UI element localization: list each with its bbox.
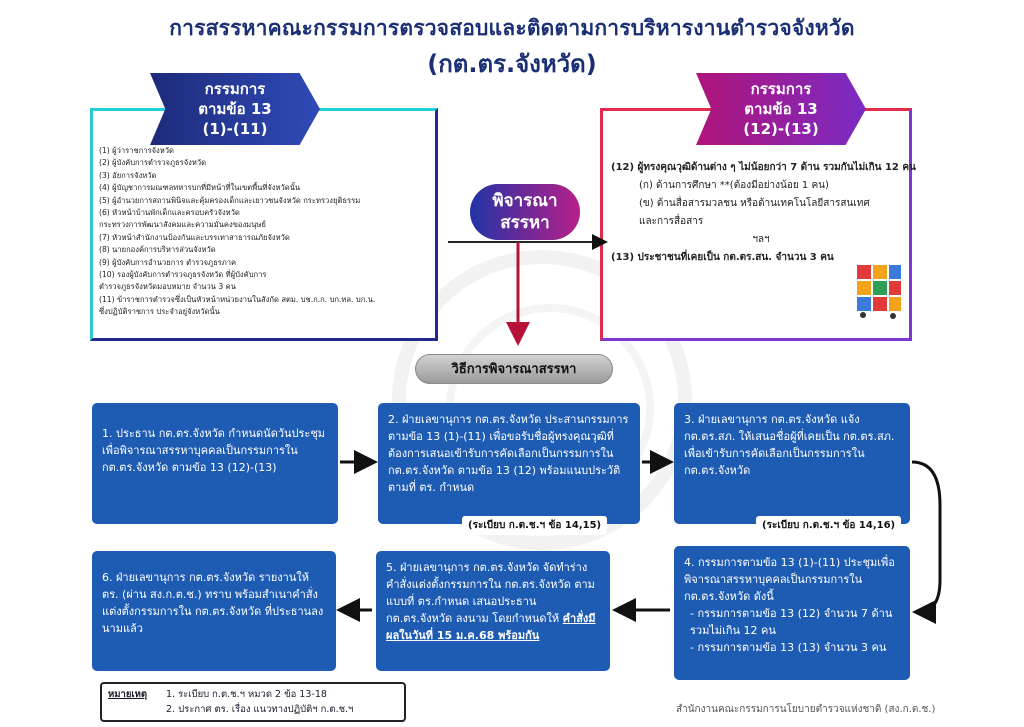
right-member-item: (ข) ด้านสื่อสารมวลชน หรือด้านเทคโนโลยีสา… [639,198,870,209]
step-6-box: 6. ฝ่ายเลขานุการ กต.ตร.จังหวัด รายงานให้… [92,551,336,671]
left-member-item: (11) ข้าราชการตำรวจซึ่งเป็นหัวหน้าหน่วยง… [99,294,376,304]
left-member-item: ซึ่งปฏิบัติราชการ ประจำอยู่จังหวัดนั้น [99,307,220,317]
step-5-effective-date: คำสั่งมีผลในวันที่ 15 ม.ค.68 พร้อมกัน [386,612,596,642]
left-member-item: ตำรวจภูธรจังหวัดมอบหมาย จำนวน 3 คน [99,282,236,292]
banner-line: ตามข้อ 13 [744,100,818,118]
left-members-banner: กรรมการ ตามข้อ 13 (1)-(11) [150,73,320,145]
step3-to-step4-arrow [911,460,942,624]
step-1-box: 1. ประธาน กต.ตร.จังหวัด กำหนดนัดวันประชุ… [92,403,338,524]
step-4-item: - กรรมการตามข้อ 13 (12) จำนวน 7 ด้าน รวม… [690,607,893,637]
left-member-item: (10) รองผู้บังคับการตำรวจภูธรจังหวัด ที่… [99,270,267,280]
method-label-pill: วิธีการพิจารณาสรรหา [415,354,613,384]
consider-recruit-oval: พิจารณา สรรหา [470,184,580,240]
step-2-text: 2. ฝ่ายเลขานุการ กต.ตร.จังหวัด ประสานกรร… [388,413,629,494]
step-5-box: 5. ฝ่ายเลขานุการ กต.ตร.จังหวัด จัดทำร่าง… [376,551,610,671]
left-member-item: (6) หัวหน้าบ้านพักเด็กและครอบครัวจังหวัด [99,208,240,218]
step-1-text: 1. ประธาน กต.ตร.จังหวัด กำหนดนัดวันประชุ… [102,427,326,474]
footer-organization: สำนักงานคณะกรรมการนโยบายตำรวจแห่งชาติ (ส… [676,704,936,715]
banner-line: กรรมการ [750,80,812,98]
left-members-box: (1) ผู้ว่าราชการจังหวัด (2) ผู้บังคับการ… [90,108,438,341]
step-4-box: 4. กรรมการตามข้อ 13 (1)-(11) ประชุมเพื่อ… [674,546,910,680]
left-member-item: (5) ผู้อำนวยการสถานพินิจและคุ้มครองเด็กแ… [99,195,361,205]
left-member-item: (4) ผู้บัญชาการมณฑลทหารบกที่มีหน้าที่ในเ… [99,183,301,193]
step-3-box: 3. ฝ่ายเลขานุการ กต.ตร.จังหวัด แจ้ง กต.ต… [674,403,910,524]
left-member-item: (1) ผู้ว่าราชการจังหวัด [99,146,174,155]
step-3-text: 3. ฝ่ายเลขานุการ กต.ตร.จังหวัด แจ้ง กต.ต… [684,413,895,477]
right-member-item: ฯลฯ [752,234,770,245]
left-member-item: กระทรวงการพัฒนาสังคมและความมั่นคงของมนุษ… [99,220,266,230]
banner-line: (12)-(13) [743,120,819,138]
left-member-item: (8) นายกองค์การบริหารส่วนจังหวัด [99,245,216,255]
step-3-regulation-note: (ระเบียบ ก.ต.ช.ฯ ข้อ 14,16) [756,516,902,535]
remarks-box: หมายเหตุ 1. ระเบียบ ก.ต.ช.ฯ หมวด 2 ข้อ 1… [100,682,406,722]
right-member-item: (12) ผู้ทรงคุณวุฒิด้านต่าง ๆ ไม่น้อยกว่า… [611,162,916,173]
banner-line: (1)-(11) [202,120,268,138]
step-6-text: 6. ฝ่ายเลขานุการ กต.ตร.จังหวัด รายงานให้… [102,571,324,635]
remarks-item: 1. ระเบียบ ก.ต.ช.ฯ หมวด 2 ข้อ 13-18 [166,689,327,700]
left-member-item: (9) ผู้บังคับการอำนวยการ ตำรวจภูธรภาค [99,257,237,267]
right-member-item: (13) ประชาชนที่เคยเป็น กต.ตร.สน. จำนวน 3… [611,252,834,263]
puzzle-people-icon [857,265,901,319]
right-member-item: (ก) ด้านการศึกษา **(ต้องมีอย่างน้อย 1 คน… [639,180,829,191]
right-members-list: (12) ผู้ทรงคุณวุฒิด้านต่าง ๆ ไม่น้อยกว่า… [611,159,916,267]
left-member-item: (7) หัวหน้าสำนักงานป้องกันและบรรเทาสาธาร… [99,232,290,242]
right-member-item: และการสื่อสาร [639,216,704,227]
consider-line: พิจารณา [492,191,558,211]
left-members-list: (1) ผู้ว่าราชการจังหวัด (2) ผู้บังคับการ… [99,145,431,319]
consider-line: สรรหา [500,213,550,233]
banner-line: กรรมการ [204,80,266,98]
step-2-regulation-note: (ระเบียบ ก.ต.ช.ฯ ข้อ 14,15) [462,516,608,535]
left-member-item: (3) อัยการจังหวัด [99,170,157,180]
page-title: การสรรหาคณะกรรมการตรวจสอบและติดตามการบริ… [169,16,855,40]
remarks-item: 2. ประกาศ ตร. เรื่อง แนวทางปฏิบัติฯ ก.ต.… [166,704,354,715]
step-4-item: - กรรมการตามข้อ 13 (13) จำนวน 3 คน [690,641,887,654]
remarks-label: หมายเหตุ [108,689,148,700]
page-subtitle: (กต.ตร.จังหวัด) [427,50,597,78]
banner-line: ตามข้อ 13 [198,100,272,118]
step-4-heading: 4. กรรมการตามข้อ 13 (1)-(11) ประชุมเพื่อ… [684,556,895,603]
step-2-box: 2. ฝ่ายเลขานุการ กต.ตร.จังหวัด ประสานกรร… [378,403,640,524]
right-members-banner: กรรมการ ตามข้อ 13 (12)-(13) [696,73,866,145]
step-5-text: 5. ฝ่ายเลขานุการ กต.ตร.จังหวัด จัดทำร่าง… [386,561,595,625]
left-member-item: (2) ผู้บังคับการตำรวจภูธรจังหวัด [99,158,207,168]
